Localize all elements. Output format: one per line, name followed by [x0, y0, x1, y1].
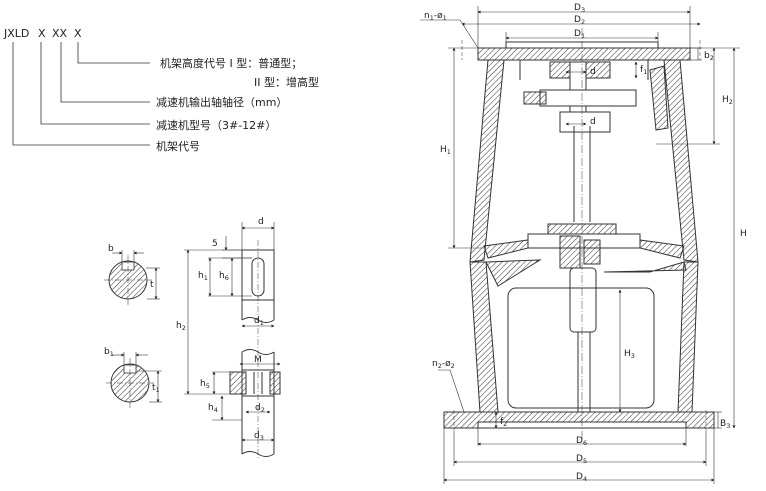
label-t1: t1: [152, 383, 160, 394]
shaft-section-top: b t: [104, 244, 160, 305]
label-B3: B3: [720, 419, 730, 430]
label-D4: D4: [576, 472, 587, 483]
label-h6: h6: [219, 271, 229, 282]
label-D6: D6: [576, 436, 587, 447]
label-D5: D5: [576, 454, 587, 465]
label-d: d: [258, 217, 264, 227]
label-h5: h5: [200, 379, 210, 390]
label-D1: D1: [574, 29, 585, 40]
label-d1: d1: [254, 316, 264, 327]
label-D2: D2: [574, 15, 585, 26]
desc-height-code: 机架高度代号 I 型：普通型；: [160, 56, 302, 70]
label-M: M: [254, 355, 262, 365]
label-H2: H2: [722, 95, 733, 106]
label-d-lower: d: [590, 117, 596, 127]
shaft-dimensions: [184, 222, 281, 442]
shaft-elevation: [229, 240, 281, 460]
code-x1: X: [38, 27, 46, 40]
shaft-dimension-labels: d 5 h1 h6 h2 d1 M h5 h4 d2 d3: [176, 217, 265, 442]
label-d2: d2: [255, 403, 265, 414]
label-f2: f2: [500, 417, 507, 428]
label-H: H: [740, 229, 747, 239]
code-prefix: JXLD: [3, 27, 29, 40]
code-leader-lines: [12, 42, 150, 146]
label-b2: b2: [704, 51, 714, 62]
label-t: t: [150, 280, 154, 290]
frame-dimensions: [420, 6, 740, 484]
desc-reducer-model: 减速机型号（3#-12#）: [156, 118, 276, 132]
label-f1: f1: [640, 65, 647, 76]
shaft-section-bottom: b1 t1: [104, 347, 162, 408]
label-d-upper: d: [590, 67, 596, 77]
frame-assembly: [443, 28, 715, 440]
label-h2: h2: [176, 321, 186, 332]
label-H1: H1: [440, 145, 451, 156]
label-H3: H3: [624, 349, 635, 360]
label-d3: d3: [254, 431, 264, 442]
desc-shaft-diameter: 减速机输出轴轴径（mm）: [156, 95, 287, 109]
label-b: b: [108, 244, 114, 254]
desc-frame-code: 机架代号: [156, 139, 200, 153]
model-code-legend: JXLD X XX X 机架高度代号 I 型：普通型； II 型：增高型 减速机…: [3, 27, 319, 153]
label-b1: b1: [104, 347, 114, 358]
label-h4: h4: [208, 403, 218, 414]
label-h1: h1: [198, 271, 208, 282]
label-D3: D3: [574, 3, 585, 14]
code-x2: XX: [52, 27, 68, 40]
label-5: 5: [212, 239, 218, 249]
label-n1-phi1: n1-ø1: [424, 11, 447, 22]
label-n2-phi2: n2-ø2: [432, 359, 455, 370]
code-x3: X: [74, 27, 82, 40]
frame-dimension-labels: D3 D2 D1 n1-ø1 d d f1 b2 H2 H1 H H3 n2-ø…: [424, 3, 747, 483]
desc-height-code-2: II 型：增高型: [254, 75, 319, 89]
